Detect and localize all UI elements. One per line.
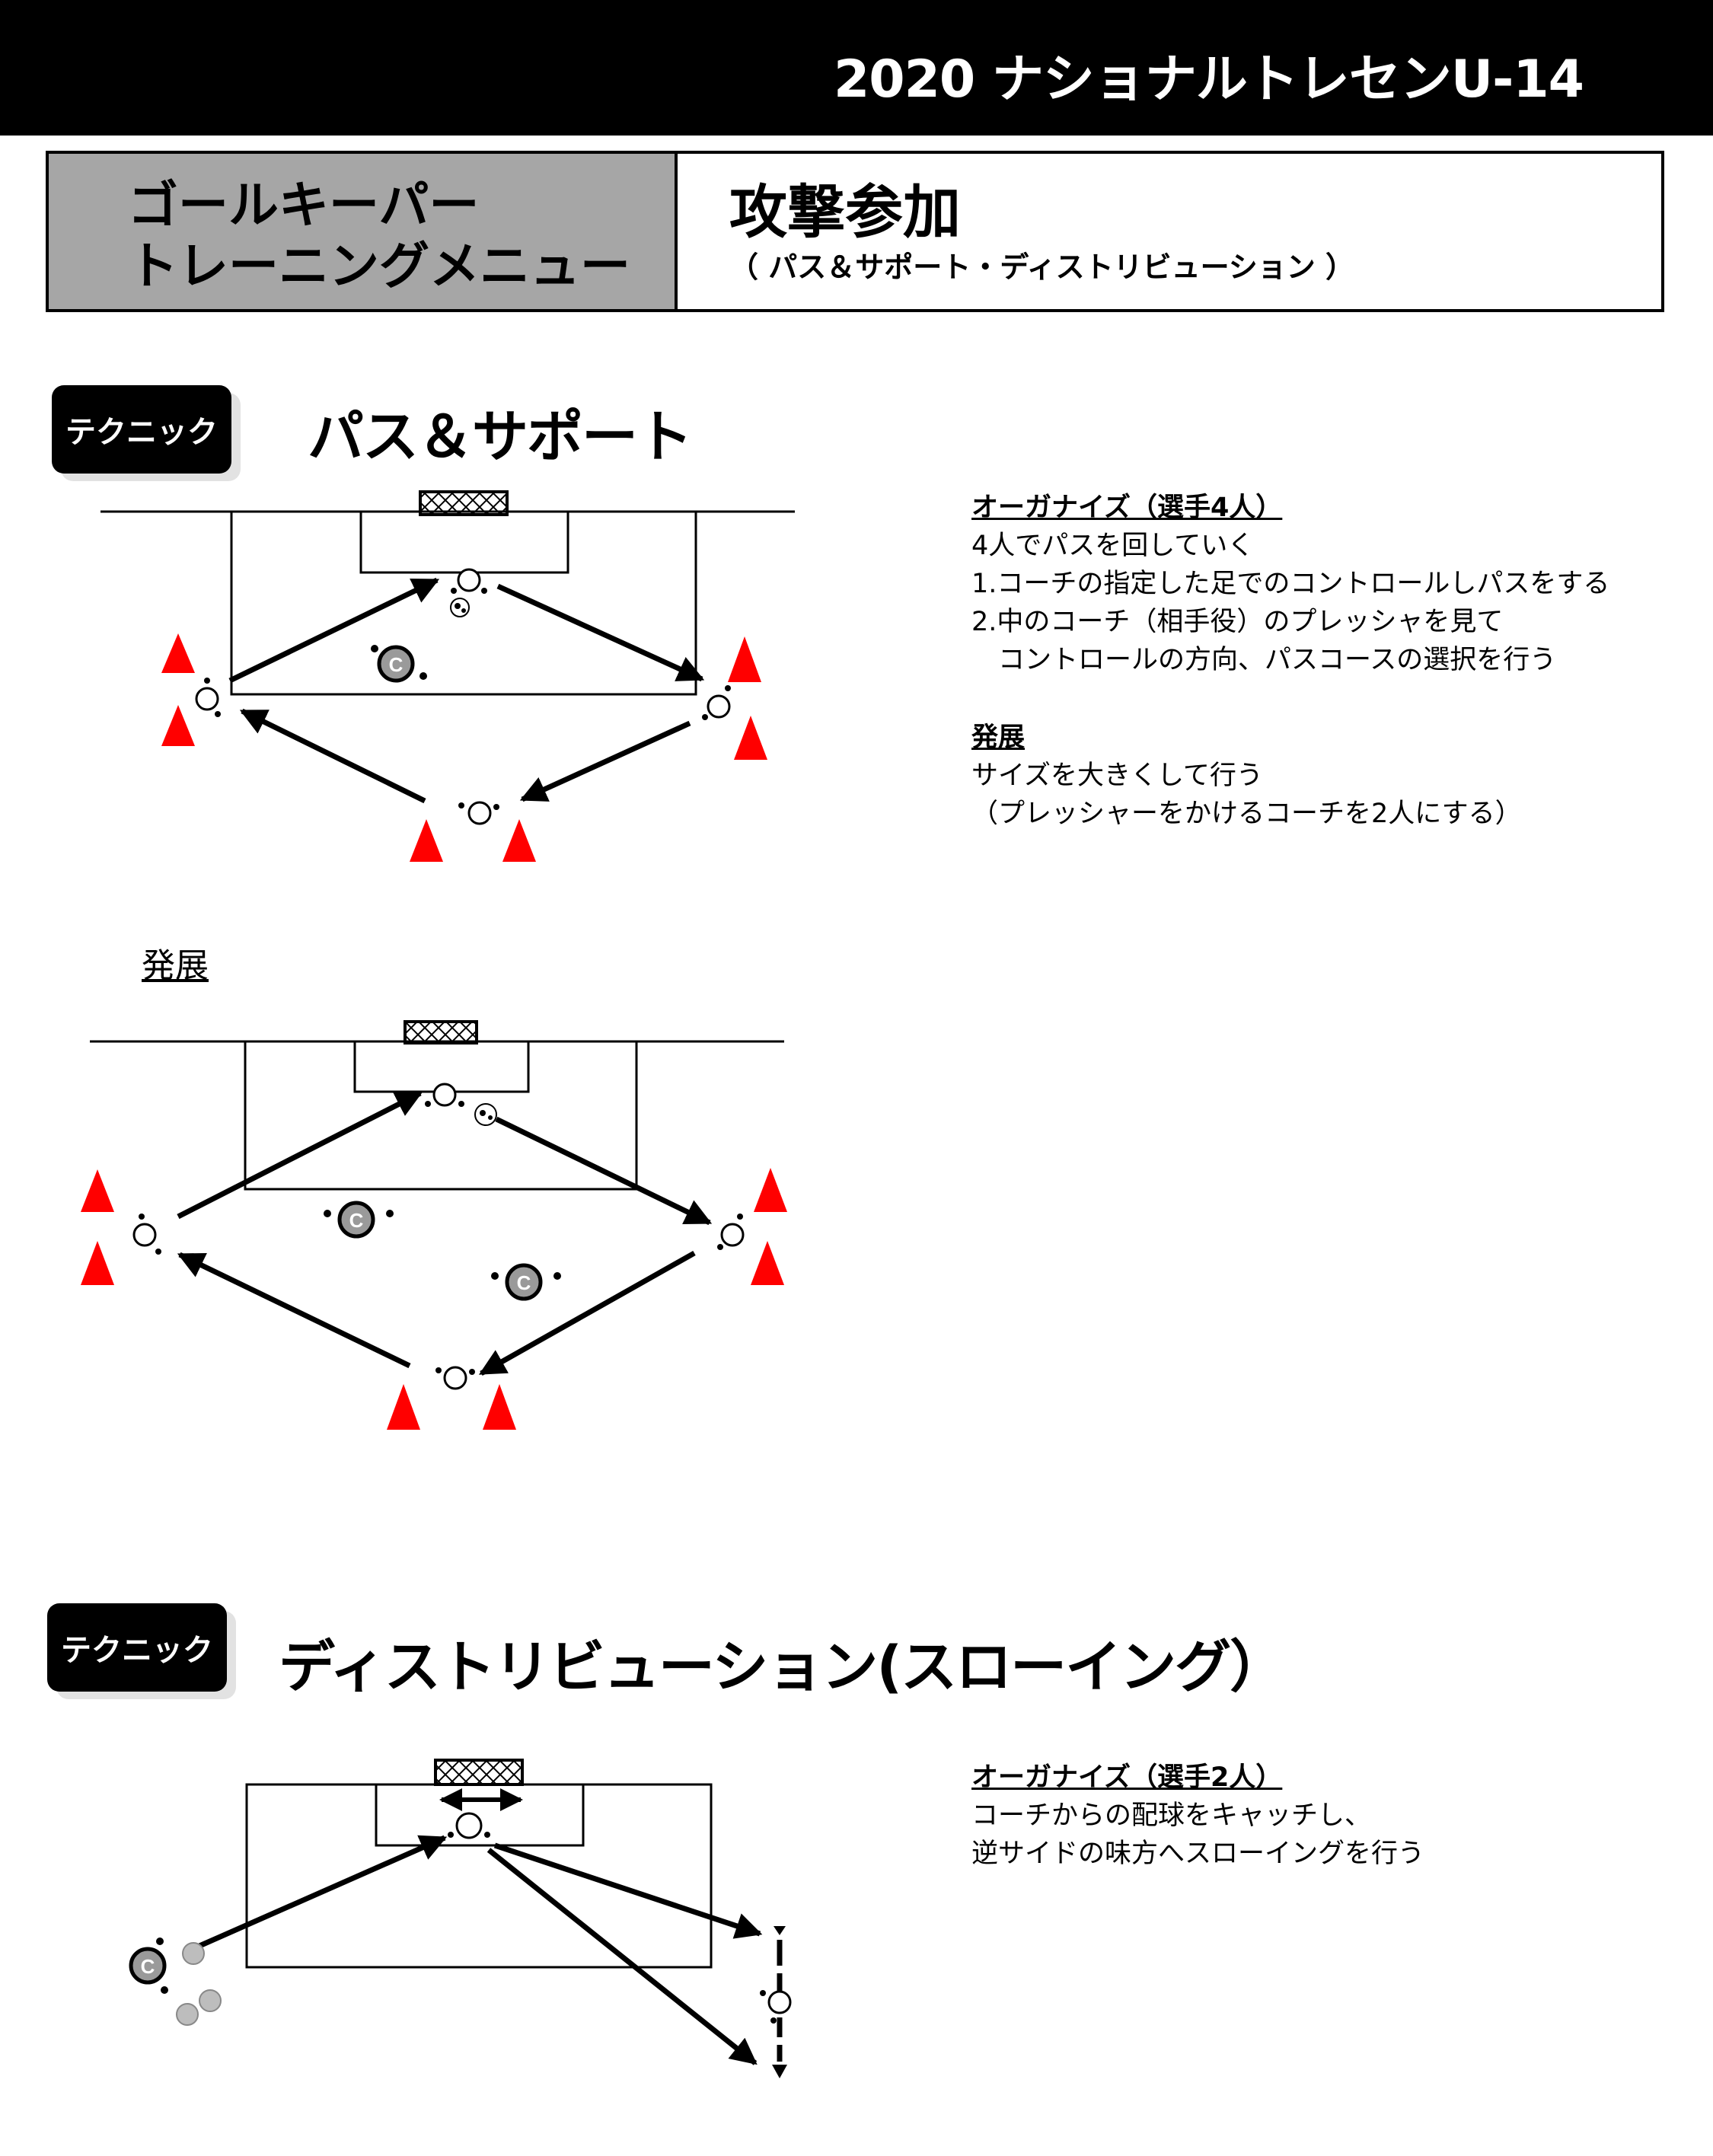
organize-heading: オーガナイズ（選手2人） bbox=[971, 1762, 1283, 1793]
player-left bbox=[132, 1214, 161, 1255]
organize-line: 逆サイドの味方へスローイングを行う bbox=[971, 1839, 1425, 1869]
goal-area bbox=[359, 510, 569, 574]
diagram-development bbox=[90, 1020, 784, 1376]
svg-text:C: C bbox=[389, 653, 404, 676]
receiver-player bbox=[760, 1990, 792, 2024]
penalty-area bbox=[244, 1040, 638, 1191]
organize-line: コントロールの方向、パスコースの選択を行う bbox=[971, 645, 1557, 675]
ball-icons bbox=[176, 1942, 222, 2026]
penalty-area bbox=[245, 1783, 713, 1969]
coach-icon: C bbox=[491, 1263, 561, 1301]
player-left bbox=[195, 678, 221, 717]
development-line: サイズを大きくして行う bbox=[971, 761, 1263, 791]
organize-heading: オーガナイズ（選手4人） bbox=[971, 493, 1283, 523]
organize-line: 1.コーチの指定した足でのコントロールしパスをする bbox=[971, 569, 1610, 599]
menu-category-line1: ゴールキーパー bbox=[128, 176, 480, 234]
section-title-distribution: ディストリビューション(スローイング） bbox=[279, 1635, 1286, 1700]
players-diagram2: C C bbox=[81, 1083, 787, 1430]
cone-icons bbox=[81, 1168, 787, 1430]
coach-icon: C bbox=[129, 1938, 168, 1994]
goal-area bbox=[375, 1783, 585, 1847]
section-title-pass-support: パス＆サポート bbox=[308, 404, 693, 470]
goal bbox=[404, 1020, 478, 1045]
svg-text:C: C bbox=[349, 1209, 364, 1232]
technique-badge: テクニック bbox=[52, 385, 231, 474]
coach-icon: C bbox=[371, 645, 427, 683]
pass-arrows bbox=[177, 1090, 713, 1376]
organize-line: コーチからの配球をキャッチし、 bbox=[971, 1800, 1372, 1831]
notes-distribution: オーガナイズ（選手2人） コーチからの配球をキャッチし、 逆サイドの味方へスロー… bbox=[971, 1759, 1424, 1873]
goal bbox=[434, 1759, 524, 1786]
notes-pass-support: オーガナイズ（選手4人） 4人でパスを回していく 1.コーチの指定した足でのコン… bbox=[971, 489, 1609, 833]
development-heading: 発展 bbox=[971, 722, 1026, 753]
player-bottom bbox=[458, 801, 499, 825]
pass-arrows bbox=[228, 577, 705, 804]
goalkeeper-player bbox=[448, 1812, 490, 1839]
player-right bbox=[702, 685, 731, 720]
goalkeeper-player bbox=[425, 1083, 464, 1107]
ball-icon bbox=[474, 1103, 497, 1126]
banner-title: 2020 ナショナルトレセンU-14 bbox=[833, 49, 1584, 110]
page-subtitle: （ パス＆サポート・ディストリビューション ） bbox=[729, 250, 1355, 284]
organize-line: 2.中のコーチ（相手役）のプレッシャを見て bbox=[971, 607, 1504, 637]
diagram-pass-support bbox=[100, 490, 795, 804]
player-right bbox=[717, 1214, 745, 1250]
players-diagram1: C bbox=[161, 568, 767, 862]
technique-badge: テクニック bbox=[47, 1603, 227, 1692]
menu-category-line2: トレーニングメニュー bbox=[128, 237, 630, 295]
player-bottom bbox=[435, 1366, 475, 1390]
svg-text:C: C bbox=[517, 1271, 531, 1294]
goal bbox=[419, 490, 509, 516]
menu-category: ゴールキーパー トレーニングメニュー bbox=[49, 154, 678, 309]
menu-theme: 攻撃参加 （ パス＆サポート・ディストリビューション ） bbox=[678, 154, 1354, 309]
development-line: （プレッシャーをかけるコーチを2人にする） bbox=[971, 799, 1522, 829]
top-banner: 2020 ナショナルトレセンU-14 bbox=[0, 0, 1713, 136]
page-title: 攻撃参加 bbox=[729, 178, 961, 246]
cone-icons bbox=[161, 633, 767, 862]
organize-line: 4人でパスを回していく bbox=[971, 531, 1255, 561]
menu-header: ゴールキーパー トレーニングメニュー 攻撃参加 （ パス＆サポート・ディストリビ… bbox=[46, 151, 1664, 312]
diagram-distribution bbox=[198, 1759, 787, 2078]
throw-arrows bbox=[198, 1835, 763, 2065]
players-diagram3: C bbox=[129, 1812, 792, 2026]
development-label: 発展 bbox=[142, 946, 209, 985]
svg-text:C: C bbox=[141, 1955, 155, 1978]
coach-icon: C bbox=[324, 1201, 394, 1239]
ball-icon bbox=[450, 598, 470, 617]
goalkeeper-player bbox=[451, 568, 487, 594]
